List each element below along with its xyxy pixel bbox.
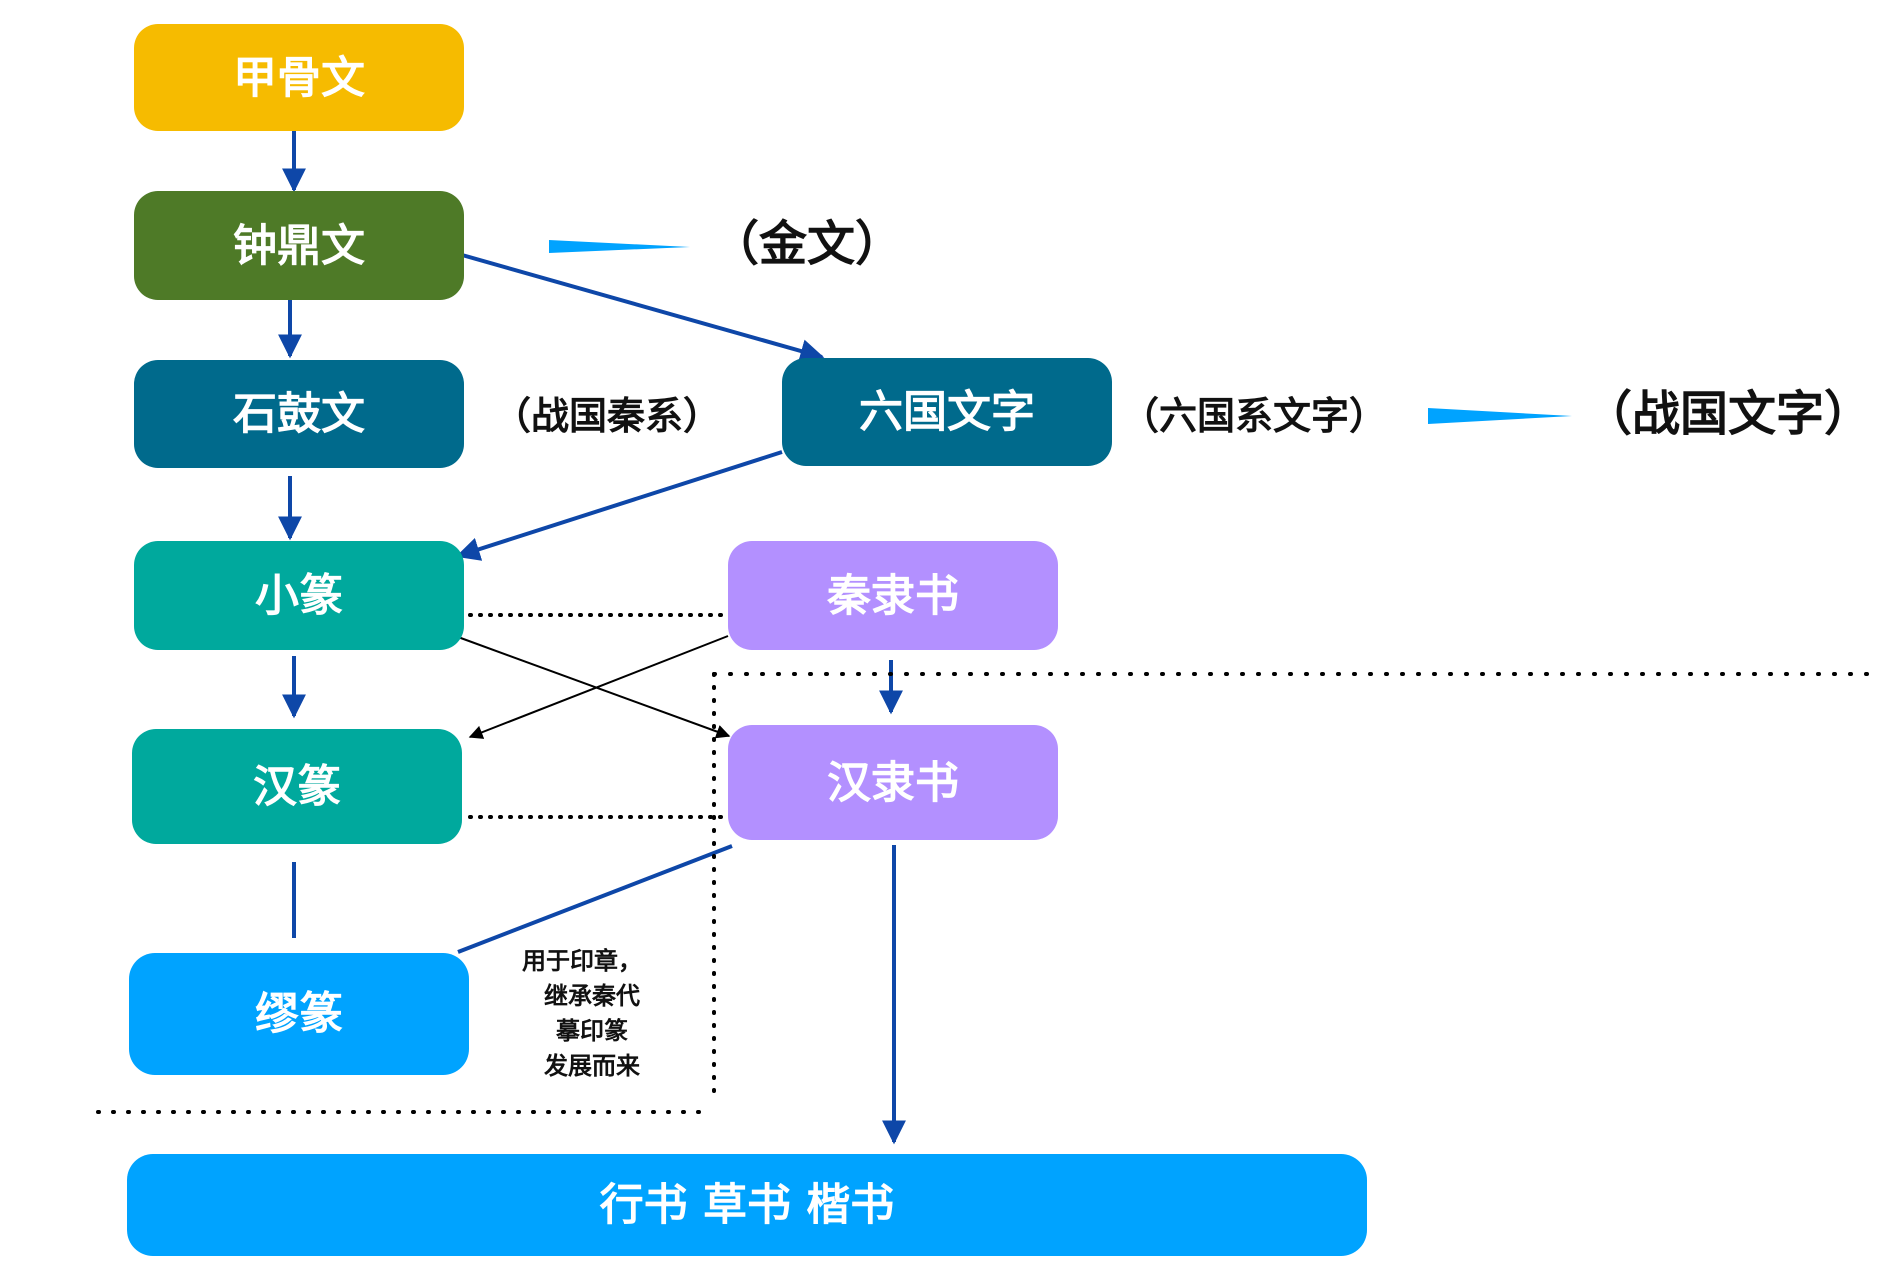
node-zhongdingwen: 钟鼎文: [134, 191, 464, 300]
node-label: 秦隶书: [826, 571, 959, 622]
arrow-xiaozhuan-to-hanlishu: [457, 636, 731, 739]
node-box: [127, 1154, 1367, 1256]
note-line: 继承秦代: [544, 982, 640, 1010]
node-box: [134, 541, 464, 650]
node-label: 甲骨文: [233, 53, 365, 104]
node-box: [134, 191, 464, 300]
note-zhanguo-wenzi: （战国文字）: [1584, 386, 1872, 442]
node-xiaozhuan: 小篆: [134, 541, 464, 650]
note-miuzhuan-origin: 用于印章， 继承秦代 摹印篆 发展而来: [522, 947, 642, 1080]
node-label: 石鼓文: [233, 389, 365, 440]
node-box: [129, 953, 469, 1075]
node-box: [728, 725, 1058, 840]
pointer-to-zhanguo-wenzi: [1428, 408, 1572, 424]
node-label: 小篆: [255, 571, 343, 622]
node-label: 汉篆: [253, 762, 341, 813]
node-jiaguwen: 甲骨文: [134, 24, 464, 131]
node-hanlishu: 汉隶书: [728, 725, 1058, 840]
node-label: 六国文字: [859, 387, 1035, 438]
node-miuzhuan: 缪篆: [129, 953, 469, 1075]
node-label: 钟鼎文: [233, 221, 365, 272]
node-label: 汉隶书: [827, 758, 959, 809]
node-box: [134, 360, 464, 468]
arrow-zhongdingwen-to-liuguo: [461, 253, 825, 363]
note-line: 发展而来: [543, 1052, 641, 1080]
node-box: [134, 24, 464, 131]
node-box: [728, 541, 1058, 650]
arrow-qinlishu-to-hanzhuan: [468, 635, 729, 739]
note-jinwen: （金文）: [711, 216, 903, 272]
connectors: [96, 130, 1880, 1145]
note-line: 摹印篆: [555, 1017, 628, 1045]
node-label: 行书 草书 楷书: [600, 1180, 895, 1231]
arrow-liuguo-to-xiaozhuan: [455, 450, 783, 561]
note-line: 用于印章，: [522, 947, 642, 975]
node-shiguwen: 石鼓文: [134, 360, 464, 468]
node-qinlishu: 秦隶书: [728, 541, 1058, 650]
node-box: [132, 729, 462, 844]
line-miuzhuan-to-hanlishu: [457, 844, 733, 954]
node-box: [782, 358, 1112, 466]
node-label: 缪篆: [255, 989, 343, 1040]
note-zhanguo-qin: （战国秦系）: [493, 394, 721, 438]
node-later-scripts: 行书 草书 楷书: [127, 1154, 1367, 1256]
pointer-to-jinwen: [549, 240, 690, 253]
note-liuguo-xi: （六国系文字）: [1121, 394, 1387, 438]
node-hanzhuan: 汉篆: [132, 729, 462, 844]
node-liuguo: 六国文字: [782, 358, 1112, 466]
